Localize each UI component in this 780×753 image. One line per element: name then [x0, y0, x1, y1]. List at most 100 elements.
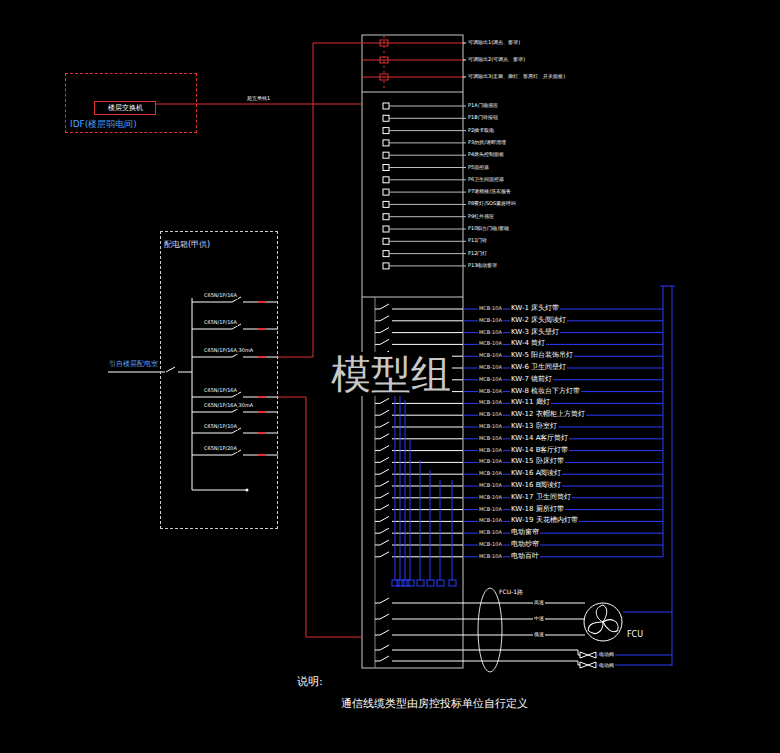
switch-symbol — [380, 598, 389, 603]
input-wire — [389, 179, 466, 180]
annotation: 高速 — [533, 600, 545, 606]
switch-symbol — [380, 481, 389, 486]
input-wire — [389, 142, 466, 143]
switch-symbol — [380, 505, 389, 510]
annotation: MCB-10A — [478, 342, 503, 348]
wire — [392, 403, 463, 404]
bus-terminal — [437, 580, 444, 586]
annotation: MCB-10A — [478, 448, 503, 454]
wire — [243, 302, 278, 303]
node-label: 楼层交换机 — [108, 104, 143, 112]
switch-symbol — [380, 540, 389, 545]
breaker-tag — [258, 432, 266, 434]
bus-line — [452, 480, 453, 580]
annotation: P5温控器 — [467, 165, 490, 171]
annotation: P7请稍候/洗衣服务 — [467, 189, 512, 195]
annotation: P10阳台门磁/窗磁 — [467, 226, 510, 232]
wire — [375, 309, 380, 310]
annotation: MCB-10A — [478, 365, 503, 371]
annotation: P1A门磁感应 — [467, 103, 499, 109]
annotation: FCU-1路 — [498, 589, 524, 596]
switch-symbol — [380, 493, 389, 498]
input-terminal — [383, 226, 389, 232]
annotation: MCB-10A — [478, 460, 503, 466]
bus-line — [400, 392, 401, 580]
annotation: P9红外感应 — [467, 214, 495, 220]
annotation: KW-14 B客厅灯带 — [510, 447, 569, 455]
annotation: MCB-10A — [478, 495, 503, 501]
input-wire — [389, 167, 466, 168]
panel-divider — [362, 92, 463, 93]
annotation: C65N/1P/16A — [203, 320, 238, 326]
wire — [375, 450, 380, 451]
terminal-dot — [246, 489, 249, 492]
node-label: FCU — [627, 630, 643, 639]
wire — [392, 332, 463, 333]
input-terminal — [383, 263, 389, 269]
distribution-box: 配电箱(甲供) — [160, 231, 278, 529]
wire — [375, 545, 380, 546]
switch-symbol — [380, 446, 389, 451]
annotation: KW-2 床头阅读灯 — [510, 317, 567, 325]
annotation: C65N/1P/16A — [203, 293, 238, 299]
switch-symbol — [380, 552, 389, 557]
switch-symbol — [380, 328, 389, 333]
annotation: C65N/1P/20A — [203, 446, 238, 452]
wire — [192, 412, 232, 413]
wire — [375, 415, 380, 416]
switch-symbol — [380, 656, 389, 661]
input-terminal — [383, 214, 389, 220]
switch-symbol — [380, 410, 389, 415]
annotation: P6卫生间温控器 — [467, 177, 505, 183]
input-terminal — [383, 115, 389, 121]
wire — [392, 320, 463, 321]
breaker-tag — [258, 356, 266, 358]
input-wire — [389, 216, 466, 217]
bus-line — [410, 440, 411, 580]
annotation: MCB-10A — [478, 554, 503, 560]
annotation: C65N/1P/16A,30mA — [203, 348, 254, 354]
input-wire — [389, 155, 466, 156]
switch-symbol — [380, 339, 389, 344]
input-wire — [389, 241, 466, 242]
bus-terminal — [402, 580, 409, 586]
wire — [375, 497, 380, 498]
annotation: KW-1 床头灯带 — [510, 305, 560, 313]
fcu-wire — [392, 603, 585, 604]
wire — [375, 509, 380, 510]
bus-line — [430, 470, 431, 580]
annotation: P3勿扰/请即清理 — [467, 140, 507, 146]
annotation: P1B门铃按钮 — [467, 116, 499, 122]
switch-symbol — [380, 469, 389, 474]
switch-symbol — [380, 422, 389, 427]
network-cable — [155, 104, 362, 105]
switch-symbol — [380, 630, 389, 635]
fan-blade — [596, 605, 607, 622]
input-wire — [389, 204, 466, 205]
input-wire — [389, 118, 466, 119]
annotation: P12门灯 — [467, 251, 488, 257]
node-label: IDF(楼层弱电间) — [66, 119, 196, 132]
wire — [392, 415, 463, 416]
annotation: MCB-10A — [478, 318, 503, 324]
wire — [362, 43, 463, 44]
wire — [243, 329, 278, 330]
input-terminal — [383, 152, 389, 158]
wire — [392, 309, 463, 310]
wire — [192, 433, 232, 434]
valve-symbol — [580, 652, 596, 658]
watermark: 模型组 — [330, 352, 452, 396]
fan-blade — [586, 619, 606, 637]
annotation: 可调输出3(走廊、廊灯、客房灯、开关面板) — [467, 74, 566, 80]
annotation: P2插卡取电 — [467, 128, 495, 134]
bus-terminal — [407, 580, 414, 586]
bus-terminal — [449, 580, 456, 586]
input-wire — [389, 265, 466, 266]
annotation: KW-17 卫生间筒灯 — [510, 494, 572, 502]
input-wire — [389, 253, 466, 254]
input-terminal — [383, 177, 389, 183]
fcu-wire — [392, 650, 578, 651]
switch-symbol — [166, 367, 175, 372]
input-terminal — [383, 128, 389, 134]
